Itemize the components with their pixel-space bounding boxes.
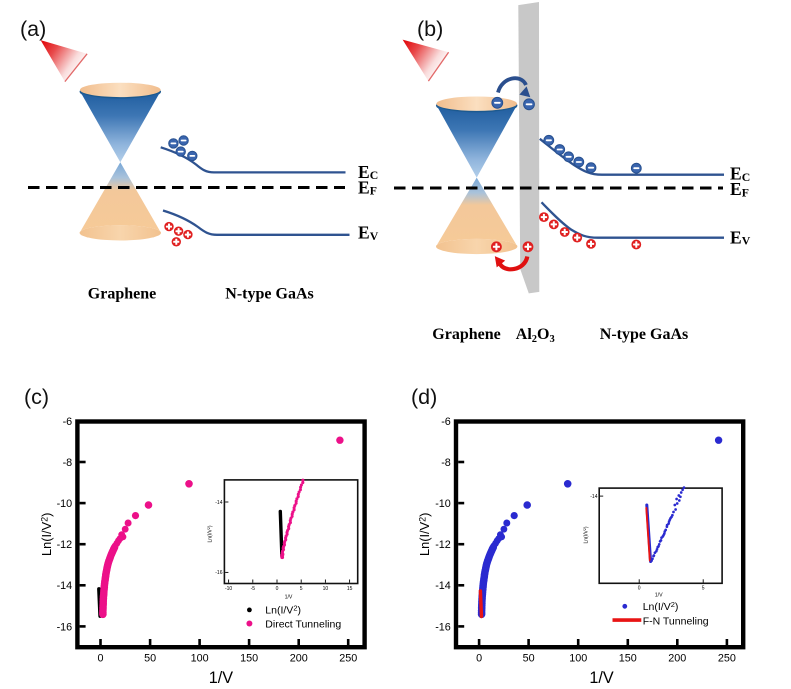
svg-text:-16: -16: [215, 570, 222, 576]
svg-text:-6: -6: [63, 416, 73, 428]
svg-text:(d): (d): [411, 385, 437, 409]
svg-text:50: 50: [144, 652, 156, 664]
svg-text:Ln(I/V2): Ln(I/V2): [583, 526, 589, 543]
svg-text:100: 100: [191, 652, 209, 664]
svg-text:150: 150: [240, 652, 258, 664]
svg-text:-8: -8: [63, 457, 73, 469]
svg-text:-10: -10: [57, 498, 73, 510]
svg-text:50: 50: [523, 652, 535, 664]
svg-text:-8: -8: [441, 457, 451, 469]
svg-text:-6: -6: [441, 416, 451, 428]
svg-text:(a): (a): [20, 17, 46, 41]
svg-text:Ln(I/V2): Ln(I/V2): [265, 603, 301, 616]
svg-text:-14: -14: [435, 580, 451, 592]
svg-text:250: 250: [339, 652, 357, 664]
svg-text:Graphene: Graphene: [432, 326, 500, 343]
svg-text:-10: -10: [435, 498, 451, 510]
svg-text:-14: -14: [57, 580, 73, 592]
svg-text:150: 150: [619, 652, 637, 664]
svg-text:1/V: 1/V: [589, 669, 614, 687]
svg-text:Ln(I/V2): Ln(I/V2): [643, 600, 679, 613]
svg-text:Graphene: Graphene: [88, 285, 156, 302]
svg-text:1/V: 1/V: [655, 593, 663, 599]
svg-text:10: 10: [323, 586, 329, 592]
svg-text:15: 15: [347, 586, 353, 592]
svg-text:250: 250: [718, 652, 736, 664]
svg-text:-14: -14: [215, 500, 222, 506]
svg-text:200: 200: [290, 652, 308, 664]
svg-text:N-type GaAs: N-type GaAs: [225, 285, 313, 302]
svg-text:Direct Tunneling: Direct Tunneling: [265, 619, 341, 631]
svg-text:Ln(I/V2): Ln(I/V2): [39, 513, 54, 556]
svg-text:200: 200: [668, 652, 686, 664]
svg-text:5: 5: [300, 586, 303, 592]
svg-text:-12: -12: [435, 539, 451, 551]
svg-text:EV: EV: [730, 227, 751, 247]
svg-text:(b): (b): [417, 17, 443, 41]
svg-text:Ln(I/V2): Ln(I/V2): [207, 525, 213, 542]
svg-text:0: 0: [638, 586, 641, 592]
svg-text:-16: -16: [57, 621, 73, 633]
svg-text:0: 0: [276, 586, 279, 592]
svg-text:N-type GaAs: N-type GaAs: [600, 326, 688, 343]
svg-text:0: 0: [97, 652, 103, 664]
svg-text:EV: EV: [358, 223, 379, 243]
svg-text:-10: -10: [225, 586, 232, 592]
svg-text:1/V: 1/V: [285, 595, 293, 601]
svg-text:0: 0: [476, 652, 482, 664]
svg-text:100: 100: [569, 652, 587, 664]
svg-text:1/V: 1/V: [209, 669, 234, 687]
svg-text:-16: -16: [435, 621, 451, 633]
svg-text:F-N Tunneling: F-N Tunneling: [643, 616, 709, 628]
svg-text:-5: -5: [251, 586, 256, 592]
svg-text:5: 5: [702, 586, 705, 592]
svg-text:-14: -14: [590, 494, 597, 500]
svg-text:Al2O3: Al2O3: [516, 326, 555, 345]
svg-text:Ln(I/V2): Ln(I/V2): [417, 513, 432, 556]
svg-text:-12: -12: [57, 539, 73, 551]
svg-text:(c): (c): [24, 385, 49, 409]
